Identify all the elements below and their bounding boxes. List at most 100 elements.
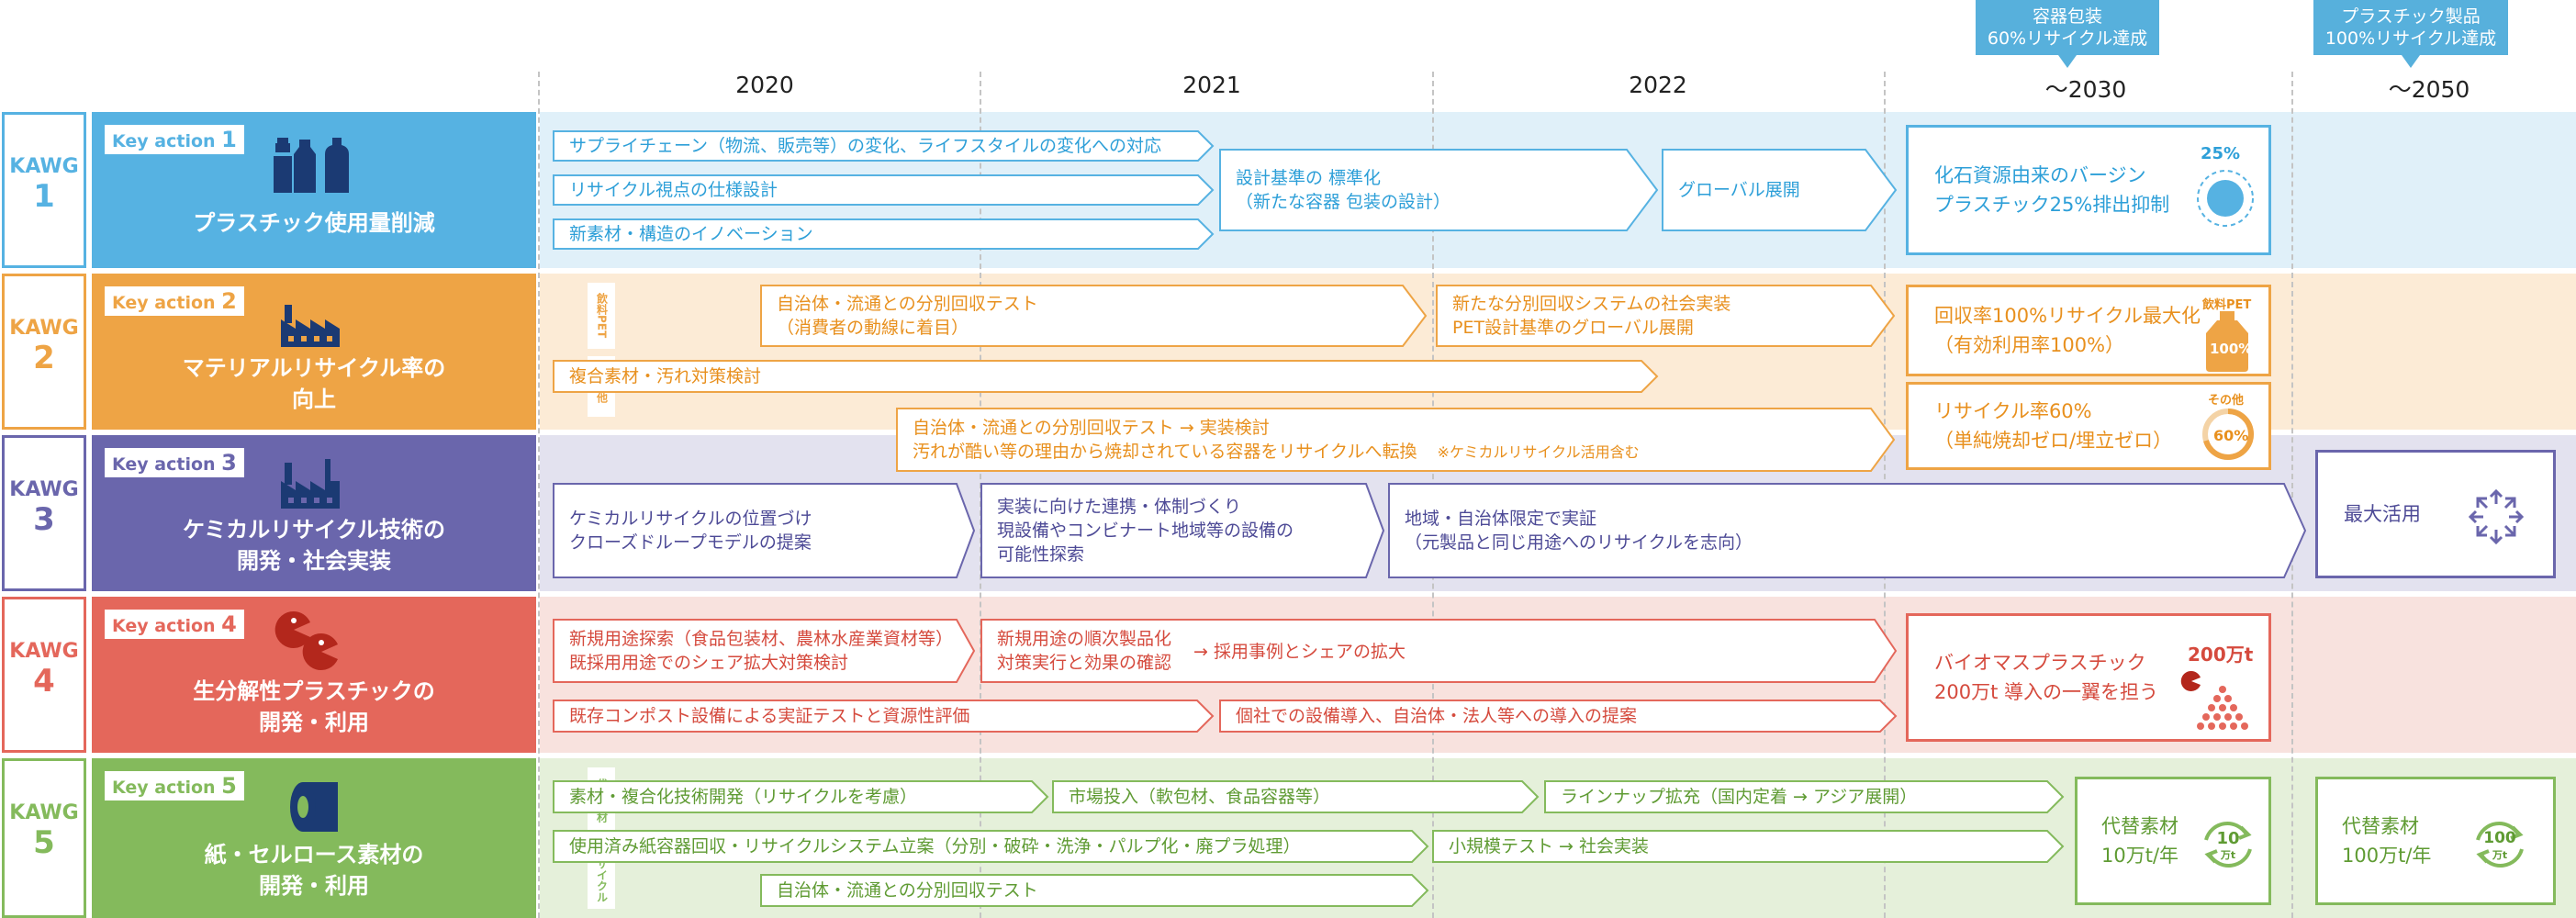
row3-goal-line1: 最大活用 (2344, 503, 2421, 525)
row2-bar-collection-test: 自治体・流通との分別回収テスト （消費者の動線に着目） (760, 285, 1428, 347)
row2-bar4-note: ※ケミカルリサイクル活用含む (1437, 442, 1640, 461)
row2-goal1-line1: 回収率100%リサイクル最大化 (1934, 305, 2201, 327)
key-action-2-text: Key action (112, 293, 216, 313)
bar-arrow-shape (1436, 285, 1896, 347)
row2-goal-other: リサイクル率60% （単純焼却ゼロ/埋立ゼロ） その他 60% (1906, 382, 2271, 470)
row2-category: Key action 2 マテリアルリサイクル率の 向上 飲料PET その他 (92, 274, 615, 430)
key-action-4: Key action 4 (105, 610, 244, 639)
row3-title: ケミカルリサイクル技術の 開発・社会実装 (92, 514, 536, 577)
year-2050: 〜2050 (2388, 76, 2470, 103)
kawg-2-number: 2 (33, 340, 55, 376)
key-action-4-text: Key action (112, 616, 216, 636)
row2-goal2-badge-label: その他 (2208, 394, 2245, 408)
row2-bar4-line1: 自治体・流通との分別回収テスト → 実装検討 (913, 417, 1270, 438)
pacman-dots-icon (2180, 670, 2248, 730)
bar-arrow-shape (553, 130, 1215, 162)
bar-arrow-shape (980, 483, 1385, 578)
bar-arrow-shape (1219, 700, 1898, 733)
row5-goal-badge-unit: 万t (2220, 849, 2236, 861)
row5-title-line1: 紙・セルロース素材の (204, 842, 424, 868)
row2-bar1-line2: （消費者の動線に着目） (777, 318, 969, 338)
row3-bar-demonstration: 地域・自治体限定で実証 （元製品と同じ用途へのリサイクルを志向） (1388, 483, 2307, 578)
bar-arrow-shape (553, 360, 1659, 393)
row2-goal2-badge: 60% (2213, 427, 2249, 444)
row2-title: マテリアルリサイクル率の 向上 (92, 353, 536, 415)
row1-bar2-line1: リサイクル視点の仕様設計 (569, 180, 778, 200)
bar-arrow-shape (980, 619, 1898, 683)
key-action-3-text: Key action (112, 454, 216, 475)
row5-bar5-line1: 小規模テスト → 社会実装 (1449, 836, 1649, 856)
row3-bar2-line1: 実装に向けた連携・体制づくり (997, 497, 1242, 517)
year-2021: 2021 (1182, 72, 1241, 98)
bar-arrow-shape (553, 483, 976, 578)
callout-2030-line2: 60%リサイクル達成 (1987, 28, 2148, 49)
row5-bar-material-dev: 素材・複合化技術開発（リサイクルを考慮） (553, 780, 1049, 813)
row4-goal-badge: 200万t (2188, 644, 2254, 666)
row4-bar1-line2: 既採用用途でのシェア拡大対策検討 (569, 653, 849, 673)
row3-bar3-line1: 地域・自治体限定で実証 (1405, 509, 1597, 529)
bar-arrow-shape (553, 830, 1429, 863)
row5-bar3-line1: ラインナップ拡充（国内定着 → アジア展開） (1561, 787, 1918, 807)
callout-2030-line1: 容器包装 (2032, 6, 2102, 27)
row4-bar2-extra: → 採用事例とシェアの拡大 (1193, 642, 1406, 662)
row2-bar-composite: 複合素材・汚れ対策検討 (553, 360, 1659, 393)
factory-icon (281, 459, 340, 509)
row2-bar3-line1: 複合素材・汚れ対策検討 (569, 366, 762, 386)
row1-bar3-line1: 新素材・構造のイノベーション (569, 224, 813, 244)
bar-arrow-shape (760, 874, 1429, 907)
key-action-5: Key action 5 (105, 771, 244, 800)
bar-arrow-shape (896, 408, 1896, 472)
factory-icon (281, 305, 340, 347)
row1-goal-badge: 25% (2201, 144, 2241, 163)
row5-goal-2050: 代替素材 100万t/年 100 万t (2315, 777, 2556, 905)
row5-bar-sorting-test: 自治体・流通との分別回収テスト (760, 874, 1429, 907)
row5-goal2050-line1: 代替素材 (2342, 815, 2419, 837)
bar-arrow-shape (1052, 780, 1540, 813)
row2-side-pet: 飲料PET (588, 283, 615, 349)
row1-bar5-line1: グローバル展開 (1678, 180, 1800, 200)
row2-title-line1: マテリアルリサイクル率の (182, 355, 446, 381)
bar-arrow-shape (1388, 483, 2307, 578)
row5-goal-2030: 代替素材 10万t/年 10 万t (2075, 777, 2271, 905)
dashed-circle-icon (2197, 170, 2254, 227)
kawg-1-label: KAWG 1 (2, 112, 86, 268)
year-2020: 2020 (735, 72, 794, 98)
callout-2050-line2: 100%リサイクル達成 (2324, 28, 2497, 49)
cycle-icon (2204, 822, 2252, 868)
row4-goal-2030: バイオマスプラスチック 200万t 導入の一翼を担う 200万t (1906, 613, 2271, 742)
row5-bar6-line1: 自治体・流通との分別回収テスト (777, 880, 1038, 901)
kawg-2-text: KAWG (9, 317, 79, 340)
row4-title: 生分解性プラスチックの 開発・利用 (92, 676, 536, 738)
row1-goal-2030: 化石資源由来のバージン プラスチック25%排出抑制 25% (1906, 125, 2271, 255)
row3-bar2-line2: 現設備やコンビナート地域等の設備の (997, 521, 1294, 541)
row3-bar3-line2: （元製品と同じ用途へのリサイクルを志向） (1405, 532, 1753, 553)
row2-bar4-line2-wrap: 汚れが酷い等の理由から焼却されている容器をリサイクルへ転換 ※ケミカルリサイクル… (913, 440, 1867, 465)
row5-goal-badge: 10 (2216, 829, 2240, 848)
row3-bar-collaboration: 実装に向けた連携・体制づくり 現設備やコンビナート地域等の設備の 可能性探索 (980, 483, 1385, 578)
row2-goal2-line2: （単純焼却ゼロ/埋立ゼロ） (1934, 430, 2173, 452)
bar-arrow-shape (1432, 830, 2065, 863)
row3-bar-positioning: ケミカルリサイクルの位置づけ クローズドループモデルの提案 (553, 483, 976, 578)
bar-arrow-shape (553, 174, 1215, 206)
row5-title-line2: 開発・利用 (259, 873, 369, 899)
callout-2050: プラスチック製品 100%リサイクル達成 (2313, 0, 2508, 68)
row1-title-line1: プラスチック使用量削減 (193, 210, 435, 236)
row2-goal-pet: 回収率100%リサイクル最大化 （有効利用率100%） 飲料PET 100% (1906, 285, 2271, 376)
bar-arrow-shape (1544, 780, 2065, 813)
row2-goal1-line2: （有効利用率100%） (1934, 334, 2125, 356)
row1-title: プラスチック使用量削減 (92, 207, 536, 239)
row2-title-line2: 向上 (292, 386, 336, 412)
row5-category: Key action 5 紙・セルロース素材の 開発・利用 代替素材 リサイクル (92, 758, 615, 918)
bar-arrow-shape (553, 218, 1215, 250)
year-2030: 〜2030 (2044, 76, 2127, 103)
kawg-3-number: 3 (33, 501, 55, 538)
row2-bar4-line2: 汚れが酷い等の理由から焼却されている容器をリサイクルへ転換 (913, 441, 1417, 462)
kawg-3-label: KAWG 3 (2, 435, 86, 591)
key-action-2-num: 2 (221, 288, 237, 314)
key-action-2: Key action 2 (105, 286, 244, 316)
row2-bar2-line1: 新たな分別回収システムの社会実装 (1452, 294, 1731, 314)
row5-bar-collection-system: 使用済み紙容器回収・リサイクルシステム立案（分別・破砕・洗浄・パルプ化・廃プラ処… (553, 830, 1429, 863)
row3-bar1-line2: クローズドループモデルの提案 (569, 532, 812, 553)
row5-goal2050-line2: 100万t/年 (2342, 845, 2432, 867)
kawg-5-number: 5 (33, 824, 55, 861)
